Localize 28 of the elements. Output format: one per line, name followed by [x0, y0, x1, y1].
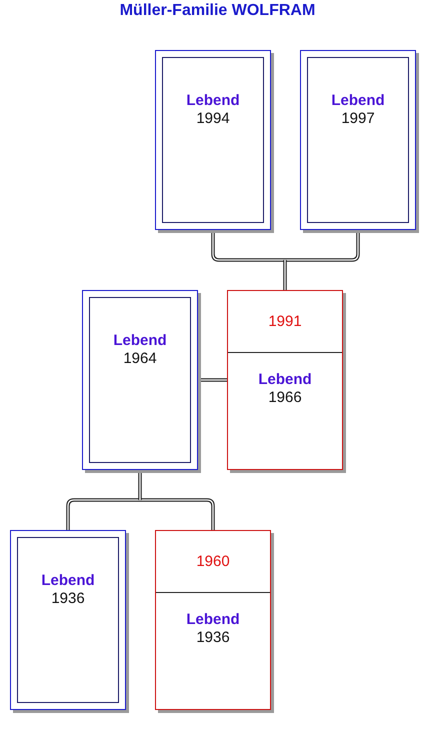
- status-text: Lebend: [186, 611, 240, 629]
- connector-line: [140, 498, 215, 530]
- person-box: [155, 530, 271, 710]
- person-box: [10, 530, 126, 710]
- year-text: 1966: [268, 389, 302, 407]
- connector-line: [66, 498, 140, 530]
- date-text: 1991: [268, 313, 302, 330]
- person-box: [155, 50, 271, 230]
- connector-line: [211, 230, 285, 262]
- year-text: 1936: [196, 629, 230, 647]
- diagram-title: Müller-Familie WOLFRAM: [120, 2, 316, 20]
- status-text: Lebend: [331, 92, 385, 110]
- connector-line: [283, 260, 287, 290]
- status-text: Lebend: [186, 92, 240, 110]
- person-box: [300, 50, 416, 230]
- year-text: 1964: [123, 350, 157, 368]
- status-text: Lebend: [258, 371, 312, 389]
- connector-line: [285, 230, 360, 262]
- year-text: 1997: [341, 110, 375, 128]
- year-text: 1936: [51, 590, 85, 608]
- person-box: [227, 290, 343, 470]
- connector-line: [138, 470, 142, 500]
- connector-line: [198, 378, 227, 382]
- date-text: 1960: [196, 553, 230, 570]
- year-text: 1994: [196, 110, 230, 128]
- person-box: [82, 290, 198, 470]
- status-text: Lebend: [41, 572, 95, 590]
- status-text: Lebend: [113, 332, 167, 350]
